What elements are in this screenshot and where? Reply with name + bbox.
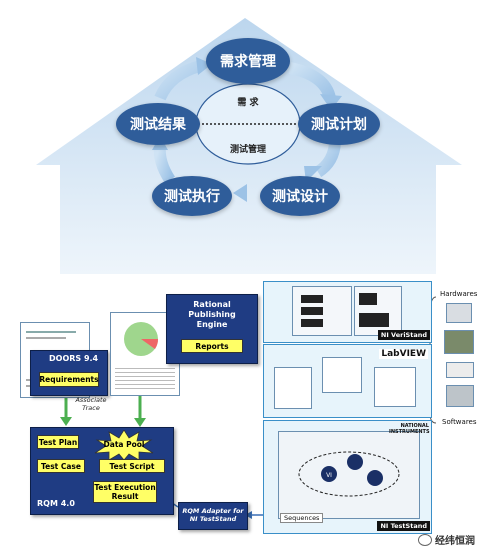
rqm-adapter-box: RQM Adapter for NI TestStand [178,502,248,530]
national-instruments-label: NATIONAL INSTRUMENTS [389,423,430,435]
rqm-data-pool: Data Pool [103,440,145,449]
doors-box: DOORS 9.4 Requirements [30,350,108,396]
watermark: 经纬恒润 [418,532,475,547]
labview-panel: LabVIEW [263,344,432,418]
labview-label: LabVIEW [379,349,428,359]
teststand-sequence-screen: VI [278,431,420,519]
adapter-teststand-link-head [245,511,252,519]
arrow-5-head [196,57,212,75]
veristand-screen-2 [354,286,402,336]
node-test-result: 测试结果 [116,103,200,145]
rqm-test-execution-result: Test Execution Result [93,481,157,503]
arrow-3-head [233,184,247,202]
arrow-2 [314,141,341,178]
rpe-rqm-link-head-bottom [134,418,146,427]
hardwares-label: Hardwares [440,290,478,298]
softwares-label: Softwares [442,418,477,426]
veristand-tag: NI VeriStand [377,330,430,340]
labview-diagram-2 [322,357,362,393]
labview-diagram-3 [374,367,416,407]
arrow-5 [154,60,202,101]
rpe-box: Rational Publishing Engine Reports [166,294,258,364]
center-top-label: 需 求 [237,96,259,108]
data-pool-starburst [94,430,154,460]
teststand-tag: NI TestStand [377,521,430,531]
node-test-execution: 测试执行 [152,176,232,216]
arrow-1-head [320,94,342,110]
doors-title: DOORS 9.4 [49,354,99,363]
hardware-device-4 [446,385,474,407]
doors-rqm-link-head-bottom [60,417,72,426]
hardware-device-2 [444,330,474,354]
hardware-device-3 [446,362,474,378]
node-test-plan: 测试计划 [298,103,380,145]
teststand-sequences-label: Sequences [280,513,324,523]
vi-node-label: VI [326,472,332,479]
center-bottom-label: 测试管理 [230,143,266,155]
associate-trace-label: Associate Trace [75,396,107,412]
doors-requirements: Requirements [39,372,99,387]
watermark-label: 经纬恒润 [435,536,475,547]
rqm-test-script: Test Script [99,459,165,473]
veristand-panel: NI VeriStand [263,281,432,343]
rpe-title: Rational Publishing Engine [188,300,236,329]
rqm-test-plan: Test Plan [37,435,79,449]
teststand-flow: VI [298,451,400,497]
node-test-design: 测试设计 [260,176,340,216]
veristand-screen-1 [292,286,352,336]
wechat-icon [418,533,432,546]
teststand-panel: VI NATIONAL INSTRUMENTS Sequences NI Tes… [263,420,432,534]
rqm-box: Test Plan Data Pool Test Case Test Scrip… [30,427,174,515]
rqm-title: RQM 4.0 [37,499,75,508]
labview-diagram-1 [274,367,312,409]
node-requirements-management: 需求管理 [206,38,290,84]
hardware-device-1 [446,303,472,323]
arrow-1 [288,62,336,100]
rqm-test-case: Test Case [37,459,85,473]
rpe-reports: Reports [181,339,243,353]
pie-chart-icon [124,322,159,356]
rqm-adapter-label: RQM Adapter for NI TestStand [182,507,244,523]
